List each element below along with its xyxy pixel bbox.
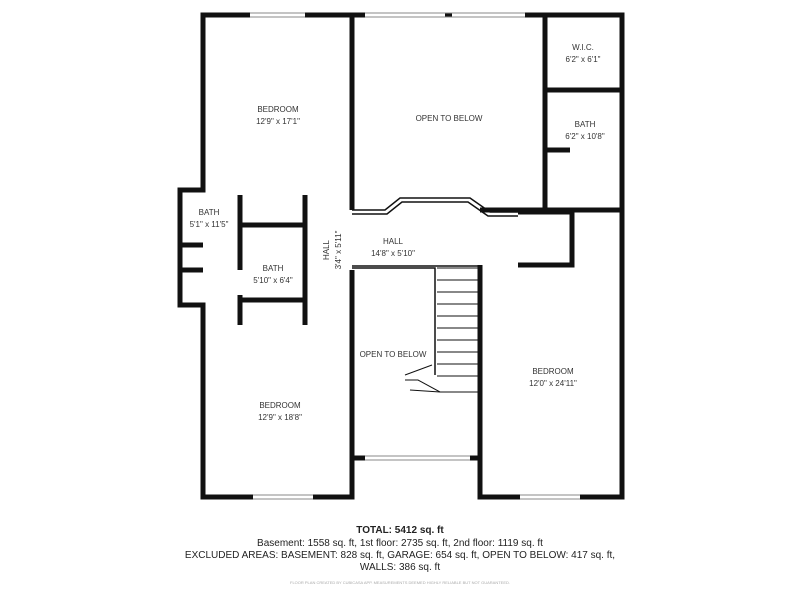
disclaimer: FLOOR PLAN CREATED BY CUBICASA APP. MEAS… (290, 580, 510, 585)
room-label-open-to-below-1: OPEN TO BELOW (415, 114, 483, 123)
windows (250, 13, 580, 499)
floor-areas: Basement: 1558 sq. ft, 1st floor: 2735 s… (257, 538, 543, 549)
window-frames (250, 12, 580, 500)
walls-area: WALLS: 386 sq. ft (359, 562, 441, 573)
room-label-wic: W.I.C.6'2" x 6'1" (565, 43, 601, 64)
stairs (404, 267, 481, 393)
hall-rails (352, 197, 518, 375)
excluded-areas: EXCLUDED AREAS: BASEMENT: 828 sq. ft, GA… (184, 550, 616, 561)
room-label-open-to-below-2: OPEN TO BELOW (359, 350, 427, 359)
total-area: TOTAL: 5412 sq. ft (356, 525, 444, 536)
walls (177, 12, 625, 500)
